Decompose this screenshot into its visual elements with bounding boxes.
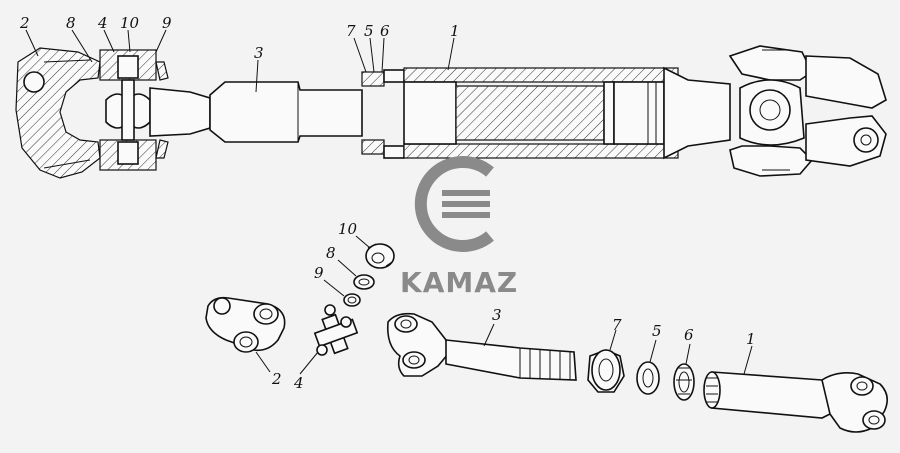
- callout-top-10: 10: [120, 14, 140, 32]
- kamaz-logo: KAMAZ: [400, 156, 518, 299]
- shaft-3: [209, 81, 363, 143]
- callout-top-4: 4: [97, 14, 108, 32]
- callout-top-3: 3: [254, 44, 264, 62]
- callout-top-6: 6: [380, 22, 390, 40]
- exploded-washer-6: [673, 363, 695, 401]
- callout-bottom-7: 7: [612, 316, 622, 334]
- callout-top-5: 5: [364, 22, 374, 40]
- left-cross-assembly: [99, 49, 169, 171]
- exploded-ring-8: [353, 274, 375, 290]
- exploded-seal-7: [587, 349, 625, 393]
- callout-top-2: 2: [19, 14, 30, 32]
- callout-top-7: 7: [346, 22, 356, 40]
- callout-bottom-1: 1: [746, 330, 756, 348]
- callout-bottom-9: 9: [314, 264, 324, 282]
- callout-bottom-4: 4: [293, 374, 304, 392]
- exploded-tube-1: [703, 371, 888, 433]
- tube-1: [403, 66, 731, 160]
- callout-bottom-6: 6: [684, 326, 694, 344]
- left-yoke: [15, 47, 101, 179]
- right-universal-joint: [728, 45, 887, 177]
- kamaz-logo-text: KAMAZ: [400, 266, 518, 299]
- assembled-shaft: 2 8 4 10 9 3 7 5 6 1: [15, 14, 887, 179]
- callout-top-1: 1: [450, 22, 460, 40]
- callout-top-9: 9: [162, 14, 172, 32]
- callout-bottom-10: 10: [338, 220, 358, 238]
- exploded-seal-9: [343, 293, 361, 307]
- exploded-ring-5: [636, 361, 660, 395]
- callout-bottom-2: 2: [271, 370, 282, 388]
- kamaz-emblem-icon: [414, 156, 494, 252]
- exploded-shaft-3: [386, 312, 577, 381]
- exploded-yoke-2: [205, 296, 286, 353]
- exploded-cross-4: [313, 304, 359, 356]
- exploded-bearing-10: [365, 243, 395, 269]
- callout-top-8: 8: [66, 14, 76, 32]
- callout-bottom-5: 5: [652, 322, 662, 340]
- callout-bottom-8: 8: [326, 244, 336, 262]
- seal-rings: [361, 69, 405, 159]
- callout-bottom-3: 3: [492, 306, 502, 324]
